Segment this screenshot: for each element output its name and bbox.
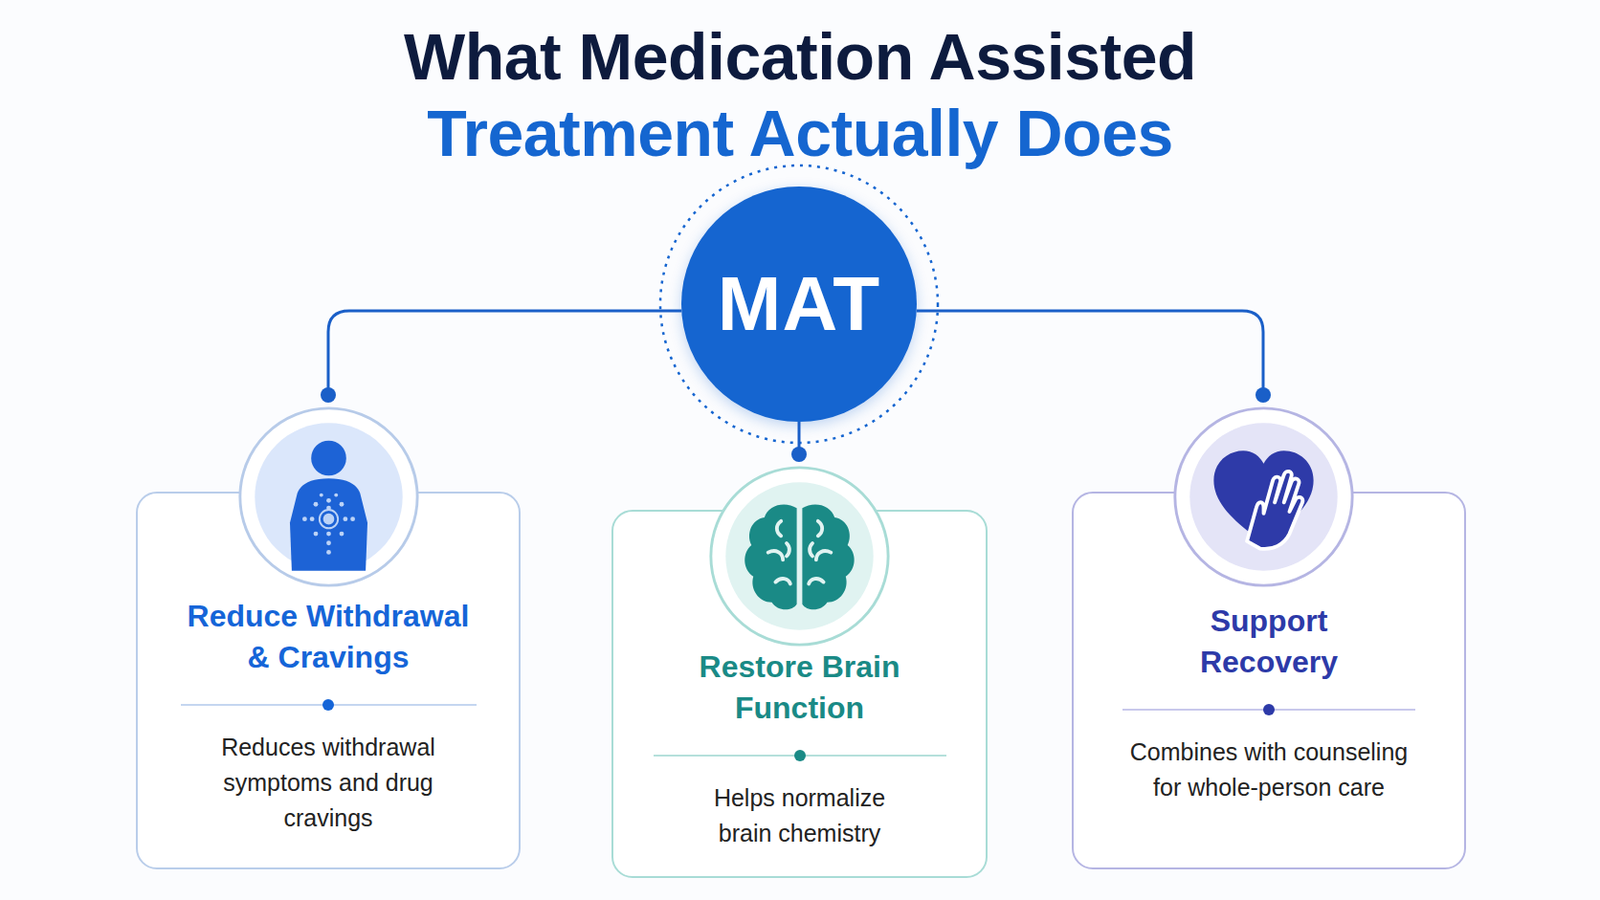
divider <box>180 699 477 712</box>
dotted-ring <box>660 165 938 444</box>
divider-dot <box>1263 704 1275 716</box>
connector-dot <box>320 387 336 403</box>
divider <box>653 750 947 762</box>
divider-dot <box>322 699 334 712</box>
brain-icon <box>707 464 892 649</box>
card-heading: Restore Brain Function <box>651 646 949 730</box>
heart-hand-icon <box>1171 404 1356 590</box>
feature-card: Reduce Withdrawal & CravingsReduces with… <box>135 395 521 870</box>
feature-card: Restore Brain FunctionHelps normalize br… <box>611 454 988 879</box>
feature-card: Support RecoveryCombines with counseling… <box>1071 395 1467 870</box>
card-content: Support RecoveryCombines with counseling… <box>1071 600 1467 806</box>
card-body: Helps normalize brain chemistry <box>689 780 911 852</box>
connector-dot <box>791 446 807 463</box>
divider <box>1122 704 1416 716</box>
divider-dot <box>794 750 806 762</box>
card-body: Combines with counseling for whole-perso… <box>1125 734 1413 806</box>
hub-circle: MAT <box>681 186 917 423</box>
body-icon <box>236 404 422 590</box>
card-heading: Support Recovery <box>1154 600 1384 684</box>
card-body: Reduces withdrawal symptoms and drug cra… <box>216 730 442 837</box>
connector <box>328 311 682 396</box>
card-content: Reduce Withdrawal & CravingsReduces with… <box>135 596 521 837</box>
connector-dot <box>1255 387 1271 403</box>
connector <box>916 311 1264 396</box>
hub-label: MAT <box>717 260 881 349</box>
diagram-title: What Medication Assisted Treatment Actua… <box>369 18 1231 172</box>
card-heading: Reduce Withdrawal & Cravings <box>179 596 477 679</box>
card-content: Restore Brain FunctionHelps normalize br… <box>611 646 988 852</box>
